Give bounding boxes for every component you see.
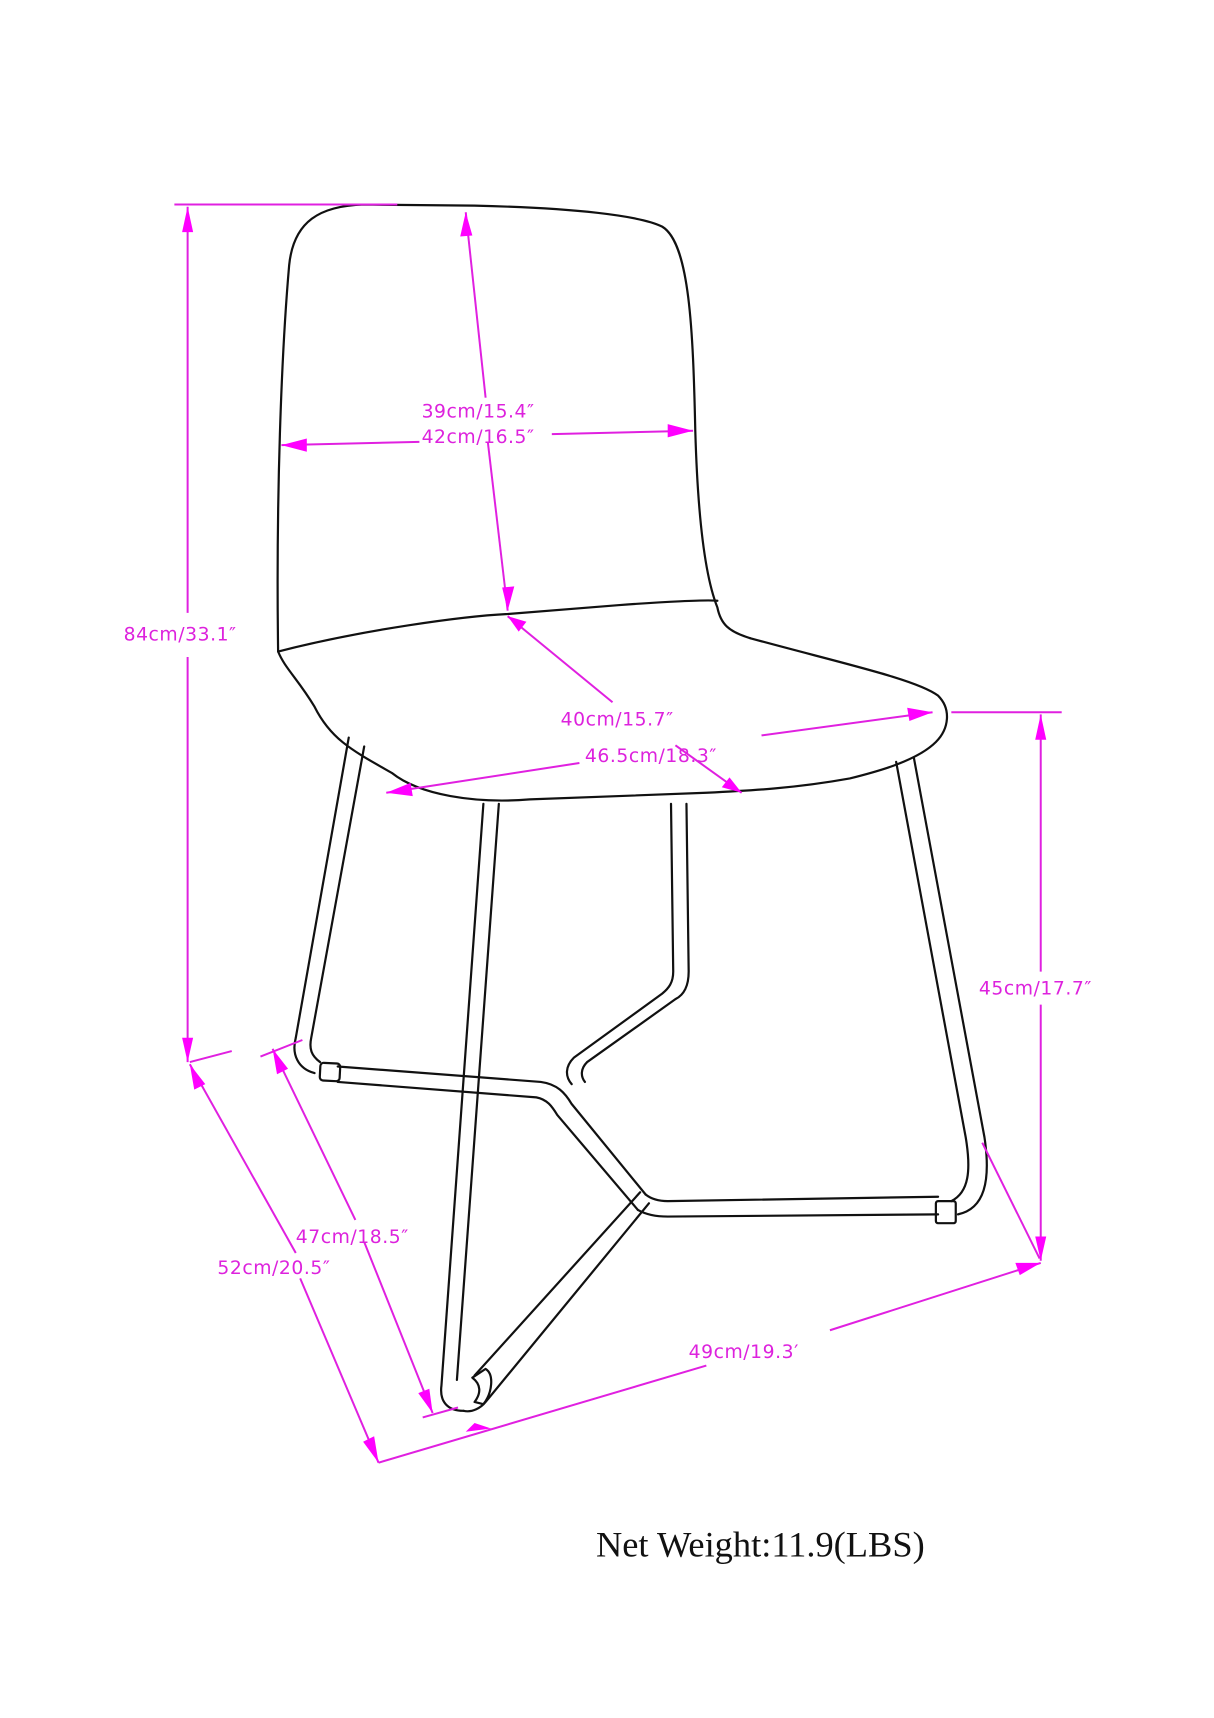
dimension-lines	[174, 203, 1062, 1464]
chair-seat-seam	[277, 599, 719, 653]
net-weight-label: Net Weight:11.9(LBS)	[596, 1524, 925, 1564]
chair-leg-front-left	[440, 802, 500, 1412]
label-overall-width: 49cm/19.3′	[689, 1342, 799, 1363]
foot-cap-front	[471, 1367, 493, 1406]
dimension-labels: 84cm/33.1″ 39cm/15.4″ 42cm/16.5″ 40cm/15…	[124, 402, 1092, 1363]
label-overall-depth: 52cm/20.5″	[217, 1258, 330, 1279]
chair-leg-front-right	[895, 756, 988, 1216]
label-inner-depth: 47cm/18.5″	[296, 1227, 409, 1248]
chair-backrest	[276, 203, 752, 653]
chair-runner-left	[336, 1065, 647, 1212]
chair-seat	[277, 637, 949, 802]
label-seat-depth: 40cm/15.7″	[561, 709, 674, 730]
label-seat-width: 46.5cm/18.3″	[585, 746, 717, 767]
chair-leg-rear-right	[565, 802, 690, 1086]
label-back-height: 39cm/15.4″	[422, 402, 535, 423]
label-seat-height: 45cm/17.7″	[979, 979, 1092, 1000]
foot-cap	[318, 1061, 342, 1083]
chair-runner-right	[636, 1193, 940, 1218]
label-overall-height: 84cm/33.1″	[124, 624, 237, 645]
label-back-width: 42cm/16.5″	[422, 427, 535, 448]
foot-cap-right	[934, 1200, 957, 1225]
chair-leg-left-rear	[293, 736, 366, 1075]
chair-drawing	[276, 203, 988, 1413]
